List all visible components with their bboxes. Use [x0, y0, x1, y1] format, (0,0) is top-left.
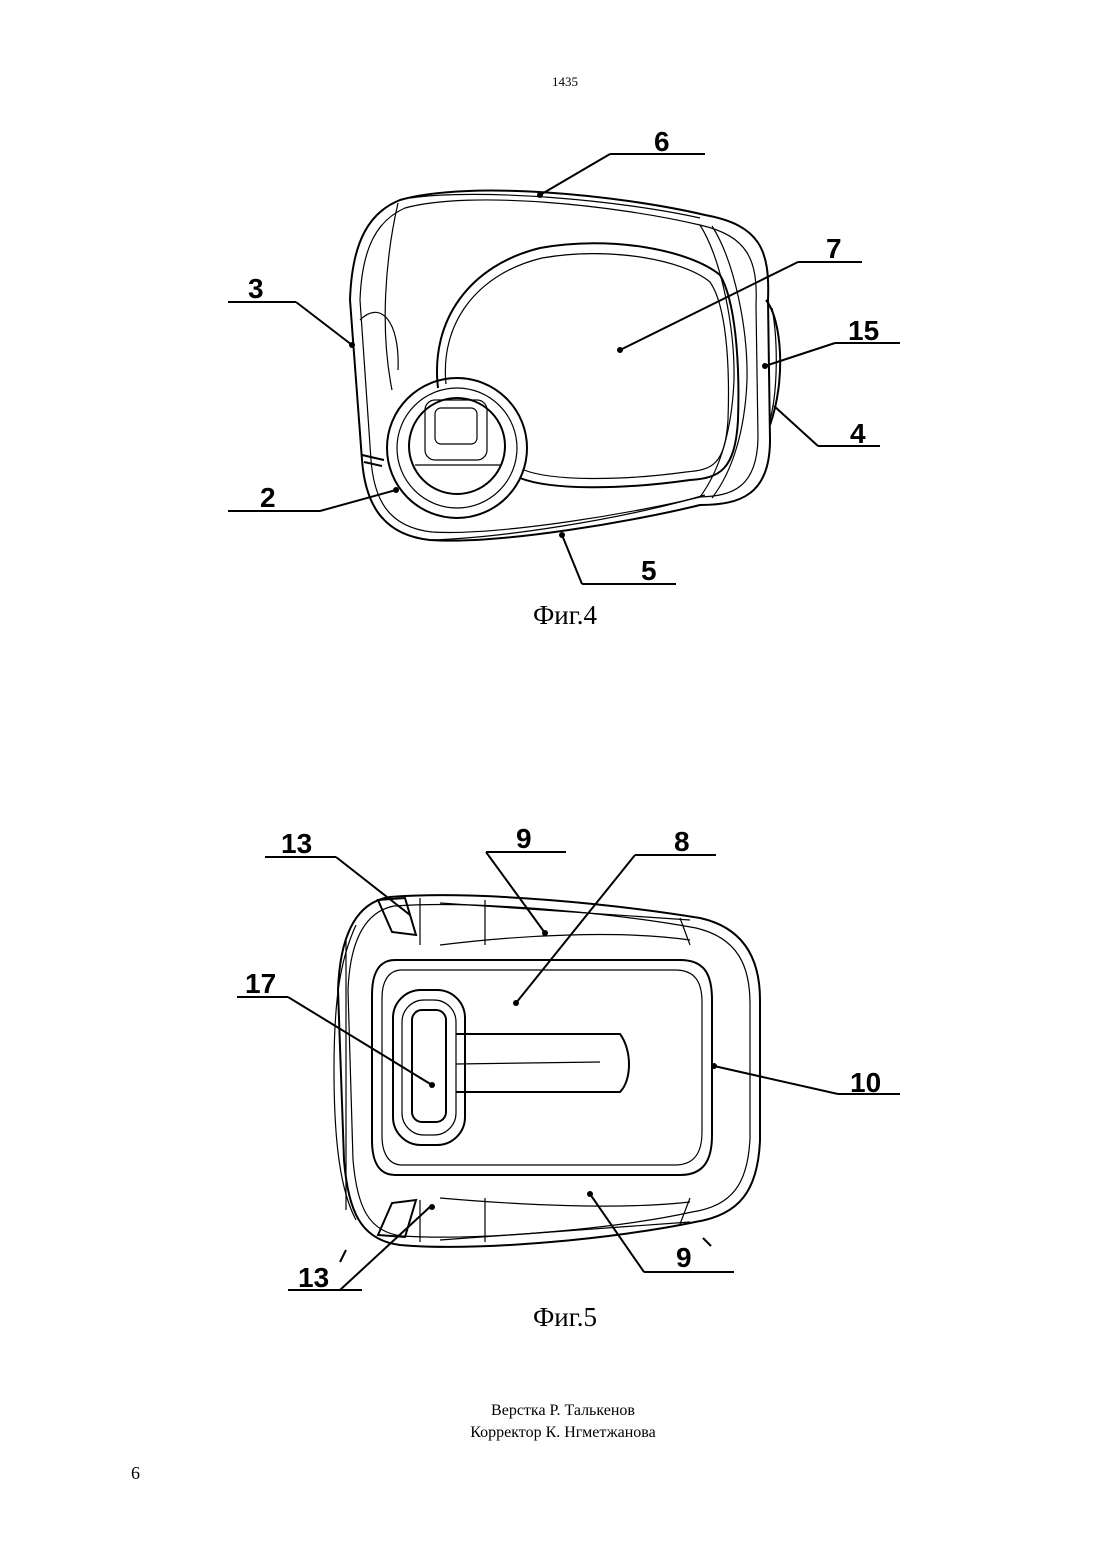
callout-label: 4: [850, 418, 866, 449]
callout-5: 5: [559, 532, 676, 586]
callout-label: 8: [674, 826, 690, 857]
credits: Верстка Р. Талькенов Корректор К. Нгметж…: [0, 1400, 1100, 1444]
callout-label: 17: [245, 968, 276, 999]
callout-label: 13: [298, 1262, 329, 1293]
page-number: 6: [131, 1463, 140, 1484]
callout-2: 2: [228, 482, 399, 513]
callout-15: 15: [762, 315, 900, 369]
callout-label: 5: [641, 555, 657, 586]
callout-label: 3: [248, 273, 264, 304]
callout-13-prime: 13: [288, 1204, 435, 1293]
callout-3: 3: [228, 273, 355, 348]
callout-9-prime: 9: [587, 1191, 734, 1273]
callout-label: 7: [826, 233, 842, 264]
callout-label: 2: [260, 482, 276, 513]
callout-label: 9: [676, 1242, 692, 1273]
callout-13: 13: [265, 828, 410, 915]
callout-4: 4: [774, 406, 880, 449]
callout-label: 9: [516, 823, 532, 854]
callout-label: 6: [654, 126, 670, 157]
figure-4-body: [350, 191, 780, 541]
callout-9: 9: [486, 823, 566, 936]
callout-6: 6: [537, 126, 705, 198]
figure-4-caption: Фиг.4: [0, 600, 1100, 631]
callout-7: 7: [617, 233, 862, 353]
figure-5-caption: Фиг.5: [0, 1302, 1100, 1333]
callout-label: 15: [848, 315, 879, 346]
credit-layout: Верстка Р. Талькенов: [0, 1400, 1100, 1422]
callout-label: 13: [281, 828, 312, 859]
callout-17: 17: [237, 968, 435, 1088]
credit-corrector: Корректор К. Нгметжанова: [0, 1422, 1100, 1444]
callout-label: 10: [850, 1067, 881, 1098]
figure-5-body: [334, 895, 760, 1247]
callout-10: 10: [711, 1063, 900, 1098]
